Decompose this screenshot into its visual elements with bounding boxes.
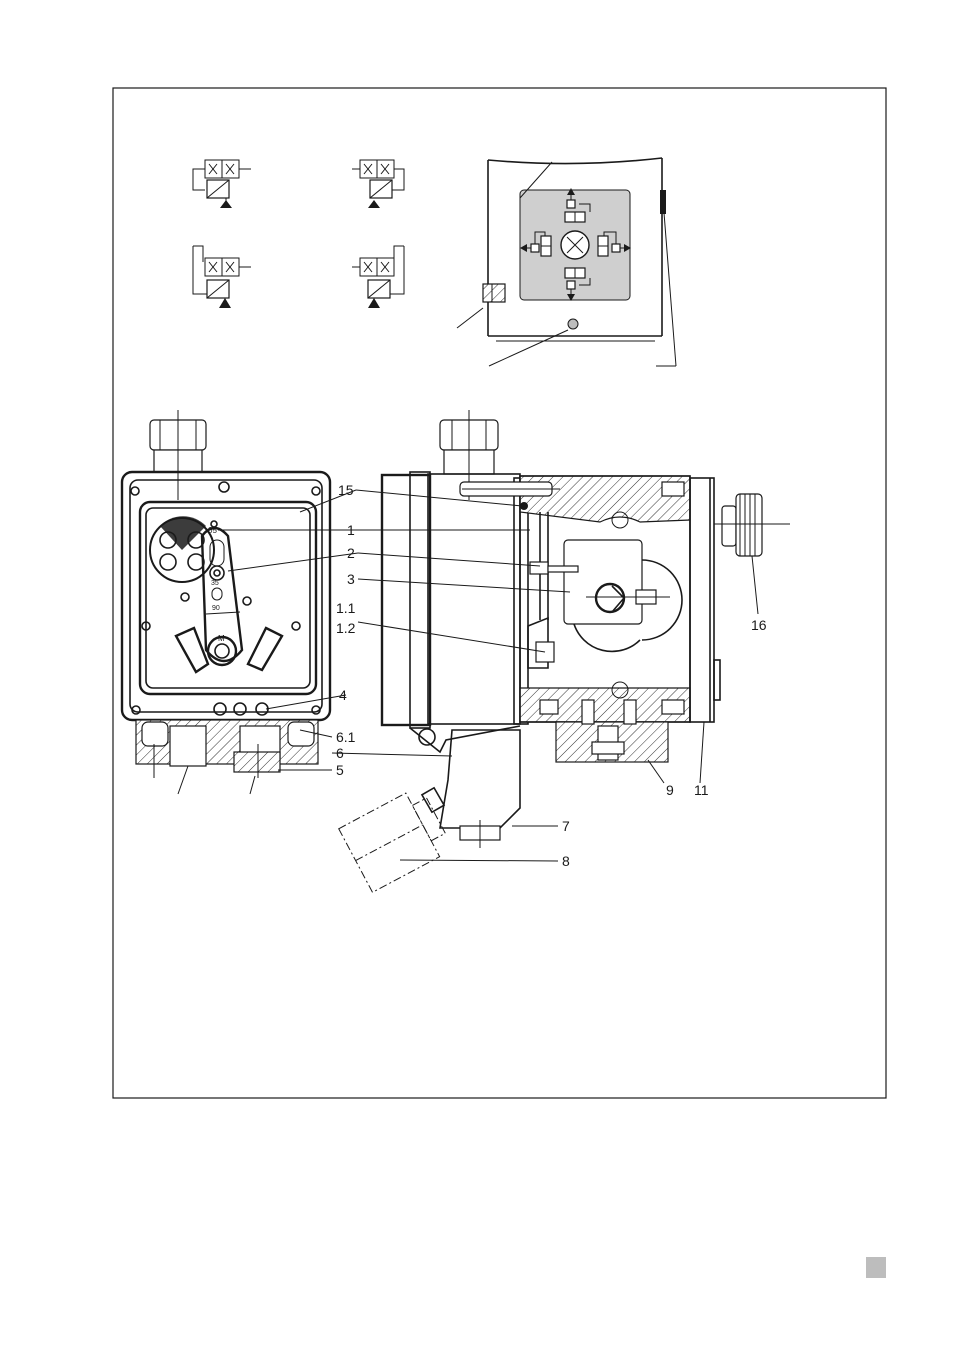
- callout-3: 3: [347, 571, 355, 587]
- pneumatic-symbol-3: [193, 246, 251, 308]
- callout-2: 2: [347, 545, 355, 561]
- callout-15: 15: [338, 482, 354, 498]
- callout-1: 1: [347, 522, 355, 538]
- callout-leaders: [218, 490, 758, 861]
- page-marker: [866, 1257, 886, 1278]
- front-view: 05 35 90 M: [122, 410, 330, 794]
- callout-6-1: 6.1: [336, 729, 356, 745]
- dial-mark-05: 05: [208, 526, 217, 535]
- callout-5: 5: [336, 762, 344, 778]
- housing-screws: [131, 482, 320, 714]
- dial-mark-m: M: [218, 634, 225, 643]
- housing-top-view: [457, 158, 676, 366]
- side-connector: [483, 284, 505, 302]
- callout-4: 4: [339, 687, 347, 703]
- dial-mark-90: 90: [212, 605, 220, 612]
- callout-16: 16: [751, 617, 767, 633]
- vent-hole: [568, 319, 578, 329]
- pneumatic-symbol-4: [352, 246, 404, 308]
- callout-8: 8: [562, 853, 570, 869]
- callout-6: 6: [336, 745, 344, 761]
- callout-1-2: 1.2: [336, 620, 356, 636]
- pneumatic-symbol-2: [352, 160, 404, 208]
- pneumatic-symbol-1: [193, 160, 251, 208]
- callout-7: 7: [562, 818, 570, 834]
- callout-9: 9: [666, 782, 674, 798]
- dial-mark-35: 35: [211, 580, 219, 587]
- figure-frame: [113, 88, 886, 1098]
- callout-1-1: 1.1: [336, 600, 356, 616]
- callout-11: 11: [694, 782, 709, 798]
